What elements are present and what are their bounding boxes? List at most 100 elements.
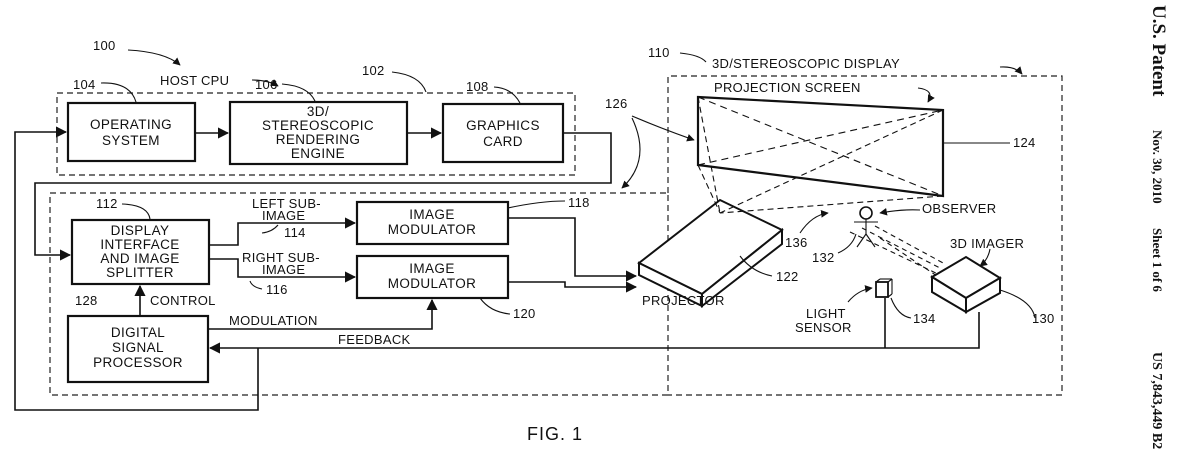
dsp-to-os-line	[14, 126, 259, 411]
modulator-bottom-line-2: MODULATOR	[388, 276, 477, 291]
display-interface-line-3: AND IMAGE	[100, 251, 179, 266]
leader-134	[890, 297, 912, 319]
leader-3d-imager	[979, 248, 991, 267]
leader-118	[507, 200, 566, 209]
feedback-line	[208, 312, 980, 354]
ref-126: 126	[605, 96, 628, 111]
host-cpu-label: HOST CPU	[160, 73, 229, 88]
left-sub-image-1: LEFT SUB-	[252, 196, 321, 211]
leader-136	[799, 210, 829, 234]
light-sensor-label-2: SENSOR	[795, 320, 852, 335]
ref-110: 110	[648, 45, 670, 60]
display-interface-line-4: SPLITTER	[106, 265, 174, 280]
rendering-line-1: 3D/	[307, 104, 329, 119]
left-sub-image-2: IMAGE	[262, 208, 305, 223]
right-sub-image-1: RIGHT SUB-	[242, 250, 320, 265]
observer-label: OBSERVER	[922, 201, 996, 216]
ref-124: 124	[1013, 135, 1036, 150]
leader-122	[739, 255, 773, 277]
leader-106	[281, 83, 316, 102]
dsp-line-2: SIGNAL	[112, 340, 164, 355]
leader-114	[261, 224, 279, 234]
graphics-card-box: GRAPHICS CARD	[441, 102, 565, 164]
leader-light-sensor	[847, 285, 873, 303]
modulator-top-to-projector	[508, 217, 638, 282]
ref-120: 120	[513, 306, 536, 321]
ref-136: 136	[785, 235, 808, 250]
right-sub-image-2: IMAGE	[262, 262, 305, 277]
display-title: 3D/STEREOSCOPIC DISPLAY	[712, 56, 900, 71]
dsp-line-3: PROCESSOR	[93, 355, 183, 370]
image-modulator-top-box: IMAGE MODULATOR	[355, 200, 510, 246]
leader-observer	[879, 207, 921, 216]
image-modulator-bottom-box: IMAGE MODULATOR	[355, 254, 510, 300]
patent-number: US 7,843,449 B2	[1149, 352, 1164, 449]
leader-126-a	[631, 115, 695, 142]
leader-132	[837, 233, 857, 254]
projection-screen	[696, 95, 945, 214]
graphics-to-display-interface-line	[34, 132, 612, 261]
leader-display-title	[999, 66, 1023, 75]
observer-figure	[849, 206, 946, 279]
ref-114: 114	[284, 225, 306, 240]
light-sensor	[875, 278, 893, 298]
rendering-line-2: STEREOSCOPIC	[262, 118, 374, 133]
operating-system-box: OPERATING SYSTEM	[66, 101, 197, 163]
ref-108: 108	[466, 79, 489, 94]
figure-caption: FIG. 1	[527, 424, 583, 444]
leader-120	[479, 297, 511, 315]
3d-imager-label: 3D IMAGER	[950, 236, 1024, 251]
rendering-line-4: ENGINE	[291, 146, 345, 161]
ref-112: 112	[96, 196, 118, 211]
leader-126-b	[621, 117, 641, 189]
ref-118: 118	[568, 195, 590, 210]
ref-122: 122	[776, 269, 799, 284]
os-line-2: SYSTEM	[102, 133, 160, 148]
leader-116	[249, 280, 263, 290]
control-label: CONTROL	[150, 293, 216, 308]
os-line-1: OPERATING	[90, 117, 172, 132]
light-sensor-label-1: LIGHT	[806, 306, 846, 321]
ref-104: 104	[73, 77, 96, 92]
3d-imager	[930, 255, 1002, 314]
leader-host-cpu	[251, 79, 279, 87]
right-sub-image-arrow	[209, 258, 357, 283]
ref-116: 116	[266, 282, 288, 297]
patent-date: Nov. 30, 2010	[1150, 130, 1165, 204]
leader-102	[391, 71, 427, 93]
modulation-label: MODULATION	[229, 313, 318, 328]
modulator-bottom-line-1: IMAGE	[409, 261, 455, 276]
leader-110	[679, 52, 707, 63]
ref-100: 100	[93, 38, 116, 53]
graphics-line-2: CARD	[483, 134, 523, 149]
modulator-top-line-1: IMAGE	[409, 207, 455, 222]
modulator-top-line-2: MODULATOR	[388, 222, 477, 237]
projector	[637, 198, 784, 309]
patent-title: U.S. Patent	[1148, 5, 1169, 97]
leader-130	[999, 289, 1036, 319]
leader-projection-screen	[917, 87, 935, 103]
projector-label: PROJECTOR	[642, 293, 725, 308]
display-interface-line-1: DISPLAY	[111, 223, 170, 238]
modulator-bottom-to-projector	[508, 281, 638, 293]
ref-106: 106	[255, 77, 278, 92]
leader-100	[127, 49, 181, 66]
ref-102: 102	[362, 63, 385, 78]
ref-132: 132	[812, 250, 835, 265]
ref-130: 130	[1032, 311, 1055, 326]
dsp-box: DIGITAL SIGNAL PROCESSOR	[66, 314, 210, 384]
modulation-arrow	[208, 298, 438, 330]
display-interface-box: DISPLAY INTERFACE AND IMAGE SPLITTER	[70, 218, 211, 286]
ref-128: 128	[75, 293, 98, 308]
graphics-line-1: GRAPHICS	[466, 118, 540, 133]
dsp-line-1: DIGITAL	[111, 325, 165, 340]
leader-104	[100, 82, 137, 103]
patent-sheet: Sheet 1 of 6	[1150, 228, 1165, 292]
leader-108	[493, 86, 521, 104]
ref-134: 134	[913, 311, 936, 326]
rendering-line-3: RENDERING	[276, 132, 361, 147]
display-outline	[667, 75, 1063, 396]
projection-screen-label: PROJECTION SCREEN	[714, 80, 861, 95]
feedback-label: FEEDBACK	[338, 332, 411, 347]
